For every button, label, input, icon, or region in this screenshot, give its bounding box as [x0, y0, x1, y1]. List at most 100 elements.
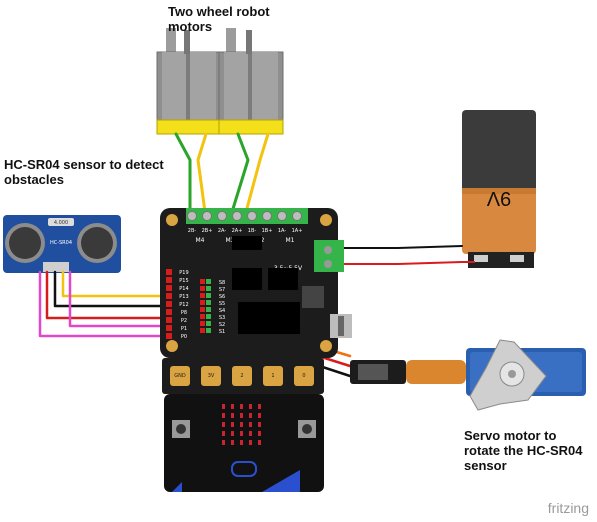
servo-pin-red	[200, 321, 205, 326]
motor-left	[156, 28, 222, 135]
edge-pin-label: GND	[174, 373, 186, 379]
sensor-model-label: HC-SR04	[50, 240, 72, 246]
terminal-screw	[247, 211, 257, 221]
led	[249, 413, 252, 418]
led	[249, 431, 252, 436]
edge-pad	[232, 366, 252, 386]
led	[249, 404, 252, 409]
pin-red	[166, 269, 172, 275]
pin-red	[166, 301, 172, 307]
terminal-screw	[217, 211, 227, 221]
led	[258, 431, 261, 436]
servo-pin-green	[206, 328, 211, 333]
servo-pin-label: S2	[219, 322, 225, 328]
led	[231, 413, 234, 418]
servo-pin-green	[206, 293, 211, 298]
terminal-screw	[292, 211, 302, 221]
left-pin-label: P8	[181, 310, 187, 316]
led	[231, 404, 234, 409]
servo-pin-label: S1	[219, 329, 225, 335]
servo-pin-green	[206, 279, 211, 284]
left-pin-label: P12	[179, 302, 188, 308]
pin-red	[166, 285, 172, 291]
servo-pin-red	[200, 314, 205, 319]
servo-pin-label: S7	[219, 287, 225, 293]
servo-pin-green	[206, 321, 211, 326]
edge-pad	[263, 366, 283, 386]
left-pin-label: P19	[179, 270, 188, 276]
terminal-label: 1B-	[248, 228, 257, 234]
led	[240, 404, 243, 409]
terminal-label: 2A+	[232, 228, 243, 234]
left-pin-label: P1	[181, 326, 187, 332]
edge-pin-label: 2	[240, 373, 243, 379]
servo-pin-green	[206, 286, 211, 291]
pin-red	[166, 293, 172, 299]
left-pin-label: P13	[179, 294, 188, 300]
edge-pad	[201, 366, 221, 386]
led	[222, 413, 225, 418]
pin-red	[166, 317, 172, 323]
terminal-screw	[187, 211, 197, 221]
pin-red	[166, 325, 172, 331]
fritzing-watermark: fritzing	[547, 500, 589, 516]
servo-label: Servo motor to rotate the HC-SR04 sensor	[464, 428, 583, 473]
left-pin-label: P14	[179, 286, 188, 292]
servo-pin-green	[206, 300, 211, 305]
terminal-screw	[232, 211, 242, 221]
servo-pin-label: S6	[219, 294, 225, 300]
motor-right	[218, 28, 284, 135]
led	[222, 422, 225, 427]
pin-red	[166, 309, 172, 315]
terminal-label: 1B+	[262, 228, 273, 234]
pin-red	[166, 277, 172, 283]
led	[222, 440, 225, 445]
sensor-label: HC-SR04 sensor to detect obstacles	[4, 157, 164, 187]
edge-pad	[170, 366, 190, 386]
edge-pin-label: 3V	[208, 373, 215, 379]
led	[249, 440, 252, 445]
led	[258, 413, 261, 418]
terminal-label: 2B-	[188, 228, 197, 234]
servo-pin-label: S8	[219, 280, 225, 286]
led	[258, 404, 261, 409]
servo-pin-green	[206, 314, 211, 319]
pin-red	[166, 333, 172, 339]
motors-label: Two wheel robot motors	[168, 4, 270, 34]
left-pin-label: P15	[179, 278, 188, 284]
battery-9v: 9V	[462, 110, 536, 268]
motor-group-label: M1	[286, 237, 295, 244]
left-pin-label: P2	[181, 318, 187, 324]
motor-group-label: M4	[196, 237, 205, 244]
servo-pin-label: S3	[219, 315, 225, 321]
servo-pin-red	[200, 300, 205, 305]
led	[258, 422, 261, 427]
motor-driver-board: 2B-2B+2A-2A+1B-1B+1A-1A+ M4M3M2M1 3.5~5.…	[160, 208, 352, 394]
servo-pin-red	[200, 286, 205, 291]
led-matrix	[222, 404, 261, 445]
servo-pin-red	[200, 293, 205, 298]
led	[240, 413, 243, 418]
led	[240, 422, 243, 427]
terminal-label: 2B+	[202, 228, 213, 234]
svg-text:4.000: 4.000	[54, 220, 68, 226]
led	[231, 440, 234, 445]
edge-pad	[294, 366, 314, 386]
terminal-label: 1A-	[278, 228, 286, 234]
battery-label: 9V	[486, 187, 511, 209]
servo-motor	[350, 339, 586, 411]
microbit	[164, 394, 324, 492]
edge-pin-label: 0	[302, 373, 305, 379]
terminal-label: 1A+	[292, 228, 303, 234]
led	[240, 431, 243, 436]
led	[249, 422, 252, 427]
terminal-screw	[202, 211, 212, 221]
servo-pin-label: S5	[219, 301, 225, 307]
terminal-screw	[262, 211, 272, 221]
motor-group-label: M3	[226, 237, 235, 244]
servo-pin-red	[200, 328, 205, 333]
